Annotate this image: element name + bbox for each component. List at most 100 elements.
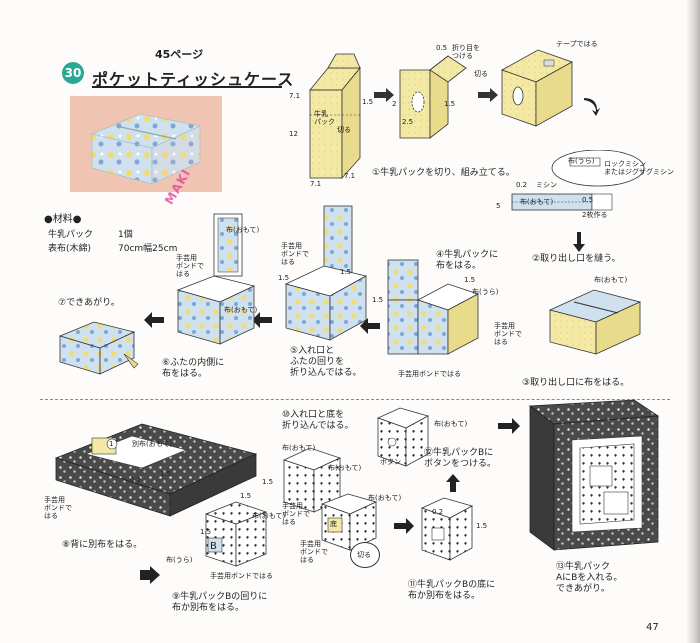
dim-1-5-h: 1.5 [240, 492, 252, 500]
label-glue-3: 手芸用 ボンドで はる [494, 322, 522, 346]
label-front-cloth-2: 布(おもて) [520, 198, 554, 206]
material-name-1: 牛乳パック [48, 230, 94, 240]
dim-0-5-b: 0.5 [582, 196, 594, 204]
step12-diagram [376, 407, 430, 467]
step10-diagram-a [282, 447, 342, 513]
label-cut: 切る [337, 126, 351, 134]
dim-1-5-g: 1.5 [160, 470, 172, 478]
dim-1-5-i: 1.5 [200, 528, 212, 536]
step2-arrow [580, 96, 602, 122]
section-divider [40, 399, 670, 400]
step-8-text: ⑧背に別布をはる。 [62, 540, 143, 550]
label-back-cloth: 布(うら) [568, 157, 595, 165]
materials-heading: ●材料● [44, 214, 82, 225]
step7-diagram [58, 321, 139, 375]
label-cut-2: 切る [474, 70, 488, 78]
arrow-left-2 [252, 312, 272, 332]
label-milk-pack: 牛乳 パック [314, 110, 335, 126]
label-cloth-front-12: 布(おもて) [434, 420, 468, 428]
step5-diagram [284, 205, 368, 341]
step-7-text: ⑦できあがり。 [58, 298, 120, 308]
step4-diagram [387, 259, 480, 355]
scissors-icon: 切る [350, 542, 380, 568]
arrow-left-3 [144, 312, 164, 332]
step-11-text: ⑪牛乳パックBの底に 布か別布をはる。 [408, 580, 496, 601]
step2-down-arrow [572, 232, 586, 256]
step-9-text: ⑨牛乳パックBの回りに 布か別布をはる。 [172, 592, 268, 613]
dim-0-2-b: 0.2 [130, 476, 142, 484]
dim-2-5: 2.5 [402, 118, 414, 126]
step-6-text: ⑥ふたの内側に 布をはる。 [162, 358, 225, 379]
dim-0-5: 0.5 [436, 44, 448, 52]
step-12-text: ⑫牛乳パックBに ボタンをつける。 [424, 448, 497, 469]
arrow-up-1 [446, 474, 460, 496]
label-tape: テープではる [556, 40, 598, 48]
label-glue-4: 手芸用ボンドではる [398, 370, 461, 378]
label-cloth-front-10: 布(おもて) [328, 464, 362, 472]
label-other-cloth: 別布(おもて) [132, 440, 173, 448]
step13-diagram [528, 399, 660, 551]
dim-1-5-a: 1.5 [362, 98, 374, 106]
step-5-text: ⑤入れ口と ふたの回りを 折り込んではる。 [290, 346, 362, 378]
project-title: ポケットティッシュケース [92, 70, 295, 89]
dim-0-2-c: 0.2 [432, 508, 444, 516]
step-2-text: ②取り出し口を縫う。 [532, 254, 621, 264]
dim-7-1-top: 7.1 [289, 92, 301, 100]
material-qty-1: 1個 [118, 230, 133, 240]
step2-diagram [511, 150, 645, 211]
label-glue-10: 手芸用 ボンドで はる [282, 502, 310, 526]
dim-1-5-k: 1.5 [476, 522, 488, 530]
dim-0-2-a: 0.2 [516, 181, 528, 189]
material-qty-2: 70cm幅25cm [118, 244, 178, 254]
label-cloth-front-9: 布(おもて) [252, 512, 286, 520]
label-lock-stitch: ロックミシン またはジグザグミシン [604, 160, 674, 176]
svg-text:B: B [210, 541, 217, 552]
book-spine [686, 0, 700, 643]
step6-diagram [176, 213, 256, 345]
label-cloth-back-9: 布(うら) [166, 556, 193, 564]
step9-diagram: B [204, 501, 268, 567]
dim-7-1-side: 7.1 [344, 172, 356, 180]
label-front-cloth-3: 布(おもて) [594, 276, 628, 284]
dim-1-5-e: 1.5 [278, 274, 290, 282]
dim-1-5-b: 1.5 [444, 100, 456, 108]
step8-diagram [54, 423, 258, 517]
step-4-text: ④牛乳パックに 布をはる。 [436, 250, 499, 271]
material-name-2: 表布(木綿) [48, 244, 92, 254]
label-button: ボタン [380, 458, 401, 466]
step-10-text: ⑩入れ口と底を 折り込んではる。 [282, 410, 354, 431]
title-underline [92, 86, 282, 88]
arrow-left-1 [360, 318, 380, 338]
label-glue-10b: 手芸用 ボンドで はる [300, 540, 328, 564]
step-1-text: ①牛乳パックを切り、組み立てる。 [372, 168, 515, 178]
step3-diagram [548, 289, 642, 355]
label-glue-5: 手芸用 ボンドで はる [281, 242, 309, 266]
arrow-right-1 [394, 518, 414, 538]
label-two-pieces: 2枚作る [582, 211, 608, 219]
label-cloth-10: 布(おもて) [282, 444, 316, 452]
dim-1-5-c: 1.5 [464, 276, 476, 284]
dim-1-5-f: 1.5 [340, 268, 352, 276]
label-cloth-front-10b: 布(おもて) [368, 494, 402, 502]
label-fold-lines: 折り目を つける [452, 44, 480, 60]
label-cloth-front-6: 布(おもて) [224, 306, 258, 314]
dim-2: 2 [392, 100, 397, 108]
page-number: 47 [646, 622, 659, 633]
badge-1: 1 [109, 440, 114, 448]
arrow-right-2 [498, 418, 520, 438]
label-glue-9: 手芸用ボンドではる [210, 572, 273, 580]
dim-7-1-bottom: 7.1 [310, 180, 322, 188]
dim-1-5-j: 1.5 [262, 478, 274, 486]
label-glue-6: 手芸用 ボンドで はる [176, 254, 204, 278]
label-machine: ミシン [536, 181, 557, 189]
step-13-text: ⑬牛乳パック AにBを入れる。 できあがり。 [556, 562, 623, 594]
label-glue-8: 手芸用 ボンドで はる [44, 496, 72, 520]
arrow-down-right [140, 566, 160, 588]
label-cloth-6: 布(おもて) [226, 226, 260, 234]
dim-5: 5 [496, 202, 501, 210]
dim-12: 12 [289, 130, 298, 138]
label-back-cloth-4: 布(うら) [472, 288, 499, 296]
label-bottom: 底 [330, 520, 337, 528]
step10-diagram-b [320, 493, 378, 551]
page-reference: 45ページ [155, 48, 204, 61]
